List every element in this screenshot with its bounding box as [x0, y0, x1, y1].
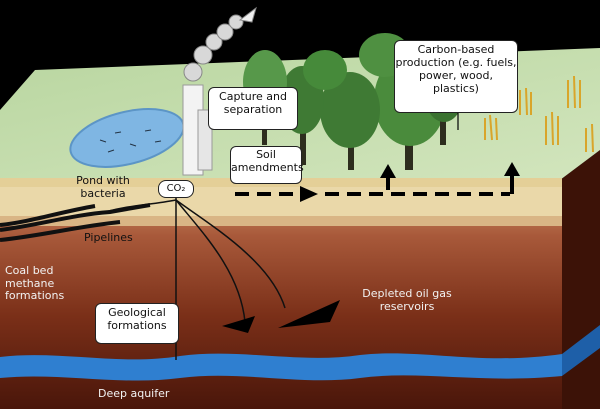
coal-bed-label: Coal bed methane formations — [5, 264, 65, 303]
wheat-crops — [484, 75, 594, 153]
aquifer-water — [0, 353, 562, 381]
deep-aquifer-label: Deep aquifer — [98, 387, 170, 400]
co2-label: CO₂ — [158, 180, 194, 198]
soil-amendment-arrow — [235, 162, 520, 202]
aquifer-side — [562, 325, 600, 376]
soil-amendments-box: Soil amendments — [230, 146, 304, 184]
geological-formations-box: Geological formations — [95, 303, 179, 344]
reservoir-wedge-1 — [222, 316, 255, 333]
pond-label: Pond with bacteria — [76, 174, 130, 200]
reservoir-wedge-2 — [278, 300, 340, 328]
bacteria-marks — [99, 129, 162, 153]
pipelines-label: Pipelines — [84, 231, 133, 244]
subsoil-band — [0, 216, 562, 226]
co2-wells — [104, 196, 286, 360]
carbon-based-production-box: Carbon-based production (e.g. fuels, pow… — [394, 40, 518, 113]
capture-separation-box: Capture and separation — [208, 87, 298, 130]
smoke-plume — [183, 6, 257, 82]
depleted-reservoirs-label: Depleted oil gas reservoirs — [362, 287, 452, 313]
